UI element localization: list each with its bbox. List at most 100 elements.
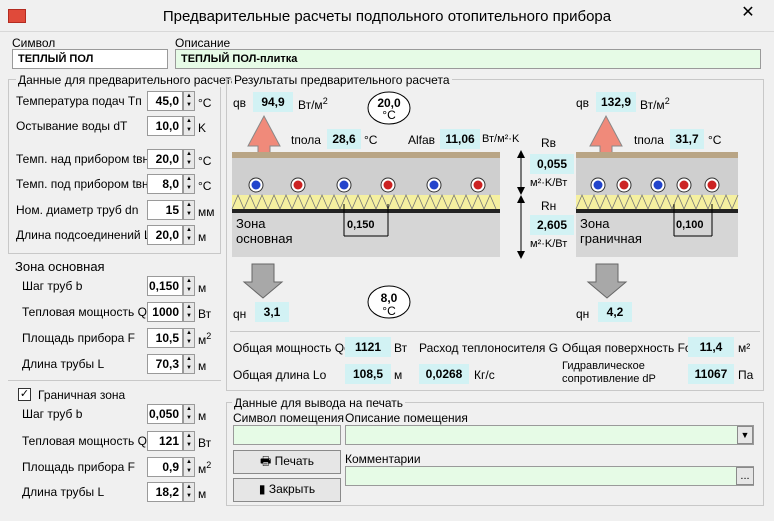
rn-value: 2,605 xyxy=(530,215,574,235)
total-length-value: 108,5 xyxy=(345,364,391,384)
print-button[interactable]: 🖶 Печать xyxy=(233,450,341,474)
zone-border-field-0-spinner[interactable]: ▲▼ xyxy=(183,404,195,424)
rv-unit: м²·K/Вт xyxy=(530,177,568,189)
print-legend: Данные для вывода на печать xyxy=(232,396,406,410)
window-title: Предварительные расчеты подпольного отоп… xyxy=(162,8,612,25)
zone-main-field-3-input[interactable]: 70,3 xyxy=(147,354,183,374)
tpola-border-value: 31,7 xyxy=(670,129,704,149)
zone-border-field-1-unit: Вт xyxy=(198,436,212,450)
symbol-label: Символ xyxy=(12,36,56,50)
prelim-field-3-input[interactable]: 8,0 xyxy=(147,174,183,194)
prelim-field-0-input[interactable]: 45,0 xyxy=(147,91,183,111)
total-power-value: 1121 xyxy=(345,337,391,357)
zone-main-field-0-spinner[interactable]: ▲▼ xyxy=(183,276,195,296)
area-label: Общая поверхность Fo xyxy=(562,341,692,355)
zone-main-field-1-unit: Вт xyxy=(198,307,212,321)
tpola-main-value: 28,6 xyxy=(327,129,361,149)
zone-border-field-0-unit: м xyxy=(198,409,207,423)
door-icon: ▮ xyxy=(258,482,269,496)
room-symbol-input[interactable] xyxy=(233,425,341,445)
prelim-field-1-spinner[interactable]: ▲▼ xyxy=(183,116,195,136)
prelim-field-1-label: Остывание воды dT xyxy=(16,119,128,133)
prelim-field-2-unit: °C xyxy=(198,154,212,168)
room-description-select[interactable] xyxy=(345,425,754,445)
tpola-main-unit: °C xyxy=(364,133,378,147)
zone-border-diagram-label1: Зона xyxy=(580,216,610,231)
zone-border-field-0-label: Шаг труб b xyxy=(22,407,83,421)
zone-border-field-3-input[interactable]: 18,2 xyxy=(147,482,183,502)
print-group xyxy=(226,402,764,506)
qn-border-label: qн xyxy=(576,307,590,321)
comments-browse-button[interactable]: ... xyxy=(736,467,754,485)
zone-main-field-3-spinner[interactable]: ▲▼ xyxy=(183,354,195,374)
printer-icon: 🖶 xyxy=(260,454,275,468)
zone-border-field-3-spinner[interactable]: ▲▼ xyxy=(183,482,195,502)
prelim-field-4-input[interactable]: 15 xyxy=(147,200,183,220)
qv-main-unit: Вт/м2 xyxy=(298,96,328,112)
total-length-label: Общая длина Lo xyxy=(233,368,327,382)
prelim-field-4-unit: мм xyxy=(198,205,215,219)
zone-main-field-2-spinner[interactable]: ▲▼ xyxy=(183,328,195,348)
zone-main-field-1-label: Тепловая мощность Qo xyxy=(22,305,154,319)
prelim-field-1-input[interactable]: 10,0 xyxy=(147,116,183,136)
title-bar xyxy=(0,0,774,32)
zone-border-field-2-spinner[interactable]: ▲▼ xyxy=(183,457,195,477)
room-symbol-label: Символ помещения xyxy=(233,411,344,425)
zone-border-field-1-spinner[interactable]: ▲▼ xyxy=(183,431,195,451)
zone-border-field-2-input[interactable]: 0,9 xyxy=(147,457,183,477)
zone-border-field-1-input[interactable]: 121 xyxy=(147,431,183,451)
pitch-border-value: 0,100 xyxy=(676,219,704,231)
alfa-unit: Вт/м²·K xyxy=(482,133,520,145)
border-zone-checkbox[interactable]: ✓ xyxy=(18,388,31,401)
rv-label: Rв xyxy=(541,136,557,150)
prelim-field-2-spinner[interactable]: ▲▼ xyxy=(183,149,195,169)
zone-main-field-1-spinner[interactable]: ▲▼ xyxy=(183,302,195,322)
symbol-input[interactable]: ТЕПЛЫЙ ПОЛ xyxy=(12,49,168,69)
zone-main-field-2-input[interactable]: 10,5 xyxy=(147,328,183,348)
flow-value: 0,0268 xyxy=(419,364,469,384)
flow-label: Расход теплоносителя G xyxy=(419,341,559,355)
prelim-field-4-spinner[interactable]: ▲▼ xyxy=(183,200,195,220)
total-length-unit: м xyxy=(394,368,403,382)
room-description-dropdown-icon[interactable]: ▼ xyxy=(737,426,753,444)
zone-main-field-1-input[interactable]: 1000 xyxy=(147,302,183,322)
area-unit: м² xyxy=(738,341,751,355)
prelim-field-0-label: Температура подач Tп xyxy=(16,94,142,108)
dp-unit: Па xyxy=(738,368,754,382)
close-icon[interactable]: ✕ xyxy=(741,4,755,21)
description-input[interactable]: ТЕПЛЫЙ ПОЛ-плитка xyxy=(175,49,761,69)
pitch-main-value: 0,150 xyxy=(347,219,375,231)
prelim-field-1-unit: K xyxy=(198,121,207,135)
comments-label: Комментарии xyxy=(345,452,421,466)
results-group xyxy=(226,79,764,391)
rn-label: Rн xyxy=(541,199,557,213)
zone-main-field-0-label: Шаг труб b xyxy=(22,279,83,293)
zone-border-title: Граничная зона xyxy=(38,388,126,402)
zone-border-field-1-label: Тепловая мощность Qo xyxy=(22,434,154,448)
qv-border-unit: Вт/м2 xyxy=(640,96,670,112)
dp-label-line2: сопротивление dP xyxy=(562,373,656,385)
area-value: 11,4 xyxy=(688,337,734,357)
prelim-field-0-spinner[interactable]: ▲▼ xyxy=(183,91,195,111)
zone-border-field-2-label: Площадь прибора F xyxy=(22,460,136,474)
zone-border-field-0-input[interactable]: 0,050 xyxy=(147,404,183,424)
qn-main-value: 3,1 xyxy=(255,302,289,322)
prelim-legend: Данные для предварительного расчета xyxy=(16,73,240,87)
comments-input[interactable] xyxy=(345,466,754,486)
zone-main-field-2-label: Площадь прибора F xyxy=(22,331,136,345)
tpola-main-label: tпола xyxy=(291,133,321,147)
pipes-main xyxy=(248,177,486,193)
zone-main-title: Зона основная xyxy=(15,259,105,274)
prelim-field-2-input[interactable]: 20,0 xyxy=(147,149,183,169)
prelim-field-5-input[interactable]: 20,0 xyxy=(147,225,183,245)
zone-border-field-3-label: Длина трубы L xyxy=(22,485,105,499)
prelim-field-4-label: Ном. диаметр труб dn xyxy=(16,203,139,217)
zone-main-field-0-input[interactable]: 0,150 xyxy=(147,276,183,296)
zone-main-field-2-unit: м2 xyxy=(198,331,212,347)
prelim-field-3-spinner[interactable]: ▲▼ xyxy=(183,174,195,194)
flow-unit: Кг/с xyxy=(474,368,495,382)
prelim-field-5-spinner[interactable]: ▲▼ xyxy=(183,225,195,245)
qv-main-value: 94,9 xyxy=(253,92,293,112)
zone-main-field-0-unit: м xyxy=(198,281,207,295)
close-button[interactable]: ▮ Закрыть xyxy=(233,478,341,502)
